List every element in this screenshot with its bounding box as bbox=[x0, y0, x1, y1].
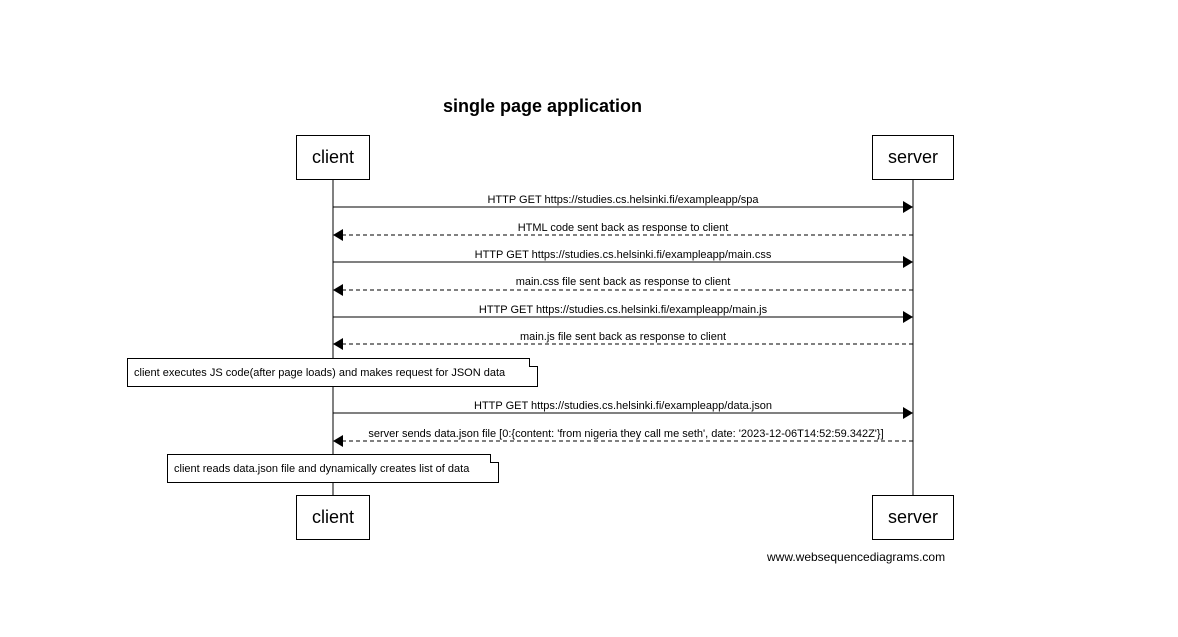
participant-client-bottom: client bbox=[296, 495, 370, 540]
note-js-execution: client executes JS code(after page loads… bbox=[127, 358, 538, 387]
message-label-8: server sends data.json file [0:{content:… bbox=[368, 428, 884, 440]
message-label-3: HTTP GET https://studies.cs.helsinki.fi/… bbox=[474, 249, 772, 261]
message-label-4: main.css file sent back as response to c… bbox=[515, 276, 731, 288]
note-fold-corner bbox=[490, 454, 499, 463]
participant-server-bottom: server bbox=[872, 495, 954, 540]
message-label-2: HTML code sent back as response to clien… bbox=[517, 222, 729, 234]
message-label-1: HTTP GET https://studies.cs.helsinki.fi/… bbox=[487, 194, 759, 206]
participant-server-top: server bbox=[872, 135, 954, 180]
message-label-6: main.js file sent back as response to cl… bbox=[519, 331, 727, 343]
diagram-title: single page application bbox=[443, 96, 643, 116]
note-render-list: client reads data.json file and dynamica… bbox=[167, 454, 499, 483]
note-fold-corner bbox=[529, 358, 538, 367]
participant-client-top: client bbox=[296, 135, 370, 180]
watermark: www.websequencediagrams.com bbox=[767, 550, 946, 564]
message-label-7: HTTP GET https://studies.cs.helsinki.fi/… bbox=[474, 400, 772, 412]
message-label-5: HTTP GET https://studies.cs.helsinki.fi/… bbox=[478, 304, 768, 316]
